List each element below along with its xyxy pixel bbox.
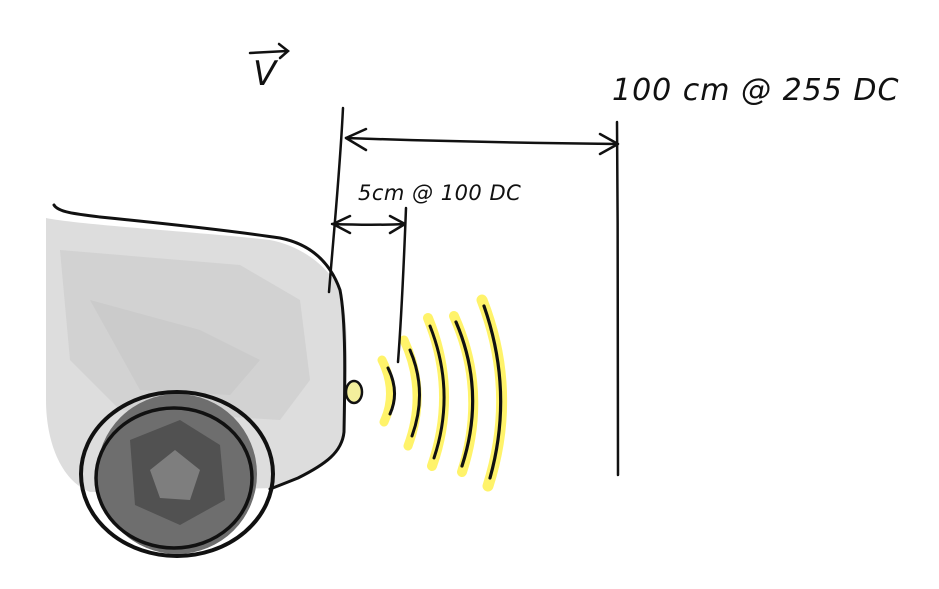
velocity-arrow-icon bbox=[248, 42, 290, 60]
near-range-arrow-shaft bbox=[330, 222, 407, 226]
far-range-arrow-left-head bbox=[344, 127, 368, 152]
velocity-arrow-head bbox=[277, 42, 290, 60]
far-range-arrow-right-head bbox=[598, 132, 620, 156]
near-range-arrow-right-head bbox=[388, 214, 407, 235]
far-range-label: 100 cm @ 255 DC bbox=[612, 73, 899, 108]
car-body-shading-2 bbox=[90, 300, 260, 395]
wave-line-2 bbox=[408, 348, 421, 438]
near-range-arrow-left-head bbox=[331, 214, 352, 235]
wave-line-1 bbox=[386, 366, 396, 416]
sound-wave-icon bbox=[377, 294, 508, 492]
sensor-body bbox=[344, 379, 364, 405]
wave-glow-1 bbox=[377, 355, 396, 427]
near-range-line bbox=[396, 206, 408, 364]
car-outline bbox=[52, 203, 347, 491]
wheel-icon bbox=[79, 390, 275, 558]
near-range-label: 5cm @ 100 DC bbox=[358, 181, 521, 205]
wheel-inner-outline bbox=[94, 406, 254, 550]
car-front-line bbox=[327, 106, 345, 294]
reference-lines bbox=[327, 106, 620, 477]
double-arrow-icon bbox=[330, 127, 620, 235]
wheel-outer-outline bbox=[79, 390, 275, 558]
sensor-icon bbox=[344, 379, 364, 405]
far-range-arrow-shaft bbox=[344, 136, 619, 146]
wave-line-5 bbox=[482, 304, 503, 480]
far-range-line bbox=[615, 120, 620, 477]
wheel-highlight bbox=[150, 450, 200, 500]
velocity-label: V bbox=[253, 54, 279, 94]
wave-line-4 bbox=[454, 320, 475, 468]
wave-line-3 bbox=[428, 324, 446, 460]
velocity-arrow-shaft bbox=[248, 49, 289, 55]
